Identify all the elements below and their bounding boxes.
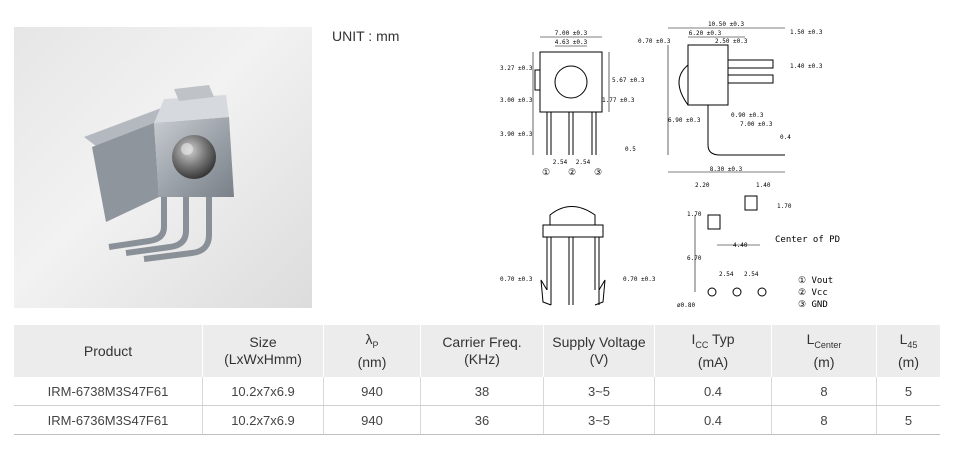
col-lcenter-unit: (m) [813,353,835,370]
side-d: 1.50 ±0.3 [790,29,823,36]
cell-lambda: 940 [323,377,421,406]
col-size: Size(LxWxHmm) [202,325,324,377]
col-l45-sub: 45 [907,339,918,350]
fp-1-40: 1.40 [756,182,771,189]
col-icc: ICC Typ (mA) [654,325,772,377]
col-carrier-unit: (KHz) [464,351,500,367]
cell-lcenter: 8 [771,377,877,406]
cell-size: 10.2x7x6.9 [202,377,324,406]
side-e: 1.40 ±0.3 [790,63,823,70]
cell-supply: 3~5 [543,405,655,435]
col-product: Product [14,325,203,377]
col-carrier-label: Carrier Freq. [442,334,522,350]
side-g: 0.90 ±0.3 [731,112,764,119]
col-carrier: Carrier Freq.(KHz) [420,325,544,377]
dim-lens-width: 4.63 ±0.3 [555,39,588,46]
cell-icc: 0.4 [654,405,772,435]
dim-lead: 3.90 ±0.3 [500,131,533,138]
cell-product: IRM-6738M3S47F61 [14,377,203,406]
dim-top: 3.27 ±0.3 [500,65,533,72]
col-l45-unit: (m) [898,353,919,370]
side-h: 7.00 ±0.3 [740,121,773,128]
side-c: 0.70 ±0.3 [638,38,671,45]
col-lambda-sub: P [372,339,379,350]
fp-1-70-b: 1.70 [777,203,792,210]
fp-2-20: 2.20 [695,182,710,189]
fp-1-70-a: 1.70 [687,211,702,218]
cell-lcenter: 8 [771,405,877,435]
bottom-right-dim: 0.70 ±0.3 [623,276,656,283]
col-supply: Supply Voltage(V) [543,325,655,377]
side-total: 10.50 ±0.3 [708,21,745,28]
table-header-row: Product Size(LxWxHmm) λP (nm) Carrier Fre… [14,325,940,377]
side-f: 6.90 ±0.3 [668,117,701,124]
pin-2-label: ② [568,168,576,178]
table-row: IRM-6738M3S47F61 10.2x7x6.9 940 38 3~5 0… [14,377,940,406]
cell-carrier: 36 [420,405,544,435]
col-lcenter: LCenter (m) [771,325,877,377]
dimension-drawings: 7.00 ±0.3 4.63 ±0.3 3.27 ±0.3 3.00 ±0.3 … [500,21,840,310]
col-lambda-unit: (nm) [357,353,387,370]
col-icc-label: I [691,331,696,348]
cell-size: 10.2x7x6.9 [202,405,324,435]
unit-label: UNIT : mm [332,28,400,44]
side-i: 8.30 ±0.3 [710,166,743,173]
col-lambda: λP (nm) [323,325,421,377]
cell-l45: 5 [876,377,940,406]
col-supply-unit: (V) [589,351,609,367]
product-photo [14,27,312,308]
fp-6-70: 6.70 [687,255,702,262]
col-icc-sub: CC [695,339,709,350]
lead-width: 0.5 [625,146,636,153]
cell-supply: 3~5 [543,377,655,406]
col-lcenter-label: L [806,331,815,348]
cell-carrier: 38 [420,377,544,406]
col-lambda-label: λ [365,331,373,348]
fp-2-54-b: 2.54 [744,271,759,278]
pin-3-label: ③ [594,168,602,178]
col-l45-label: L [899,331,908,348]
col-supply-label: Supply Voltage [552,334,646,350]
fp-4-40: 4.40 [733,242,748,249]
side-a: 6.20 ±0.3 [689,30,722,37]
cell-lambda: 940 [323,405,421,435]
dim-width: 7.00 ±0.3 [555,30,588,37]
col-size-unit: (LxWxHmm) [224,351,302,367]
dim-right-lower: 1.77 ±0.3 [602,97,635,104]
col-icc-typ: Typ [708,331,735,348]
side-j: 0.4 [780,134,791,141]
cell-l45: 5 [876,405,940,435]
legend-vcc: ② Vcc [798,288,828,298]
center-of-pd-label: Center of PD [775,235,840,245]
legend-vout: ① Vout [798,276,833,286]
fp-2-54-a: 2.54 [719,271,734,278]
bottom-left-dim: 0.70 ±0.3 [500,276,533,283]
col-l45: L45 (m) [876,325,940,377]
pitch-1: 2.54 [553,159,568,166]
legend-gnd: ③ GND [798,300,828,310]
dim-mid: 3.00 ±0.3 [500,97,533,104]
col-icc-unit: (mA) [697,353,729,370]
cell-icc: 0.4 [654,377,772,406]
ir-receiver-illustration [84,85,234,262]
pitch-2: 2.54 [576,159,591,166]
col-lcenter-sub: Center [814,339,842,350]
table-row: IRM-6736M3S47F61 10.2x7x6.9 940 36 3~5 0… [14,405,940,435]
cell-product: IRM-6736M3S47F61 [14,405,203,435]
pin-1-label: ① [542,168,550,178]
dim-right-upper: 5.67 ±0.3 [612,77,645,84]
side-b: 2.50 ±0.3 [715,38,748,45]
col-size-label: Size [249,334,277,350]
spec-table: Product Size(LxWxHmm) λP (nm) Carrier Fre… [14,325,940,435]
fp-hole: ø0.80 [677,302,695,309]
